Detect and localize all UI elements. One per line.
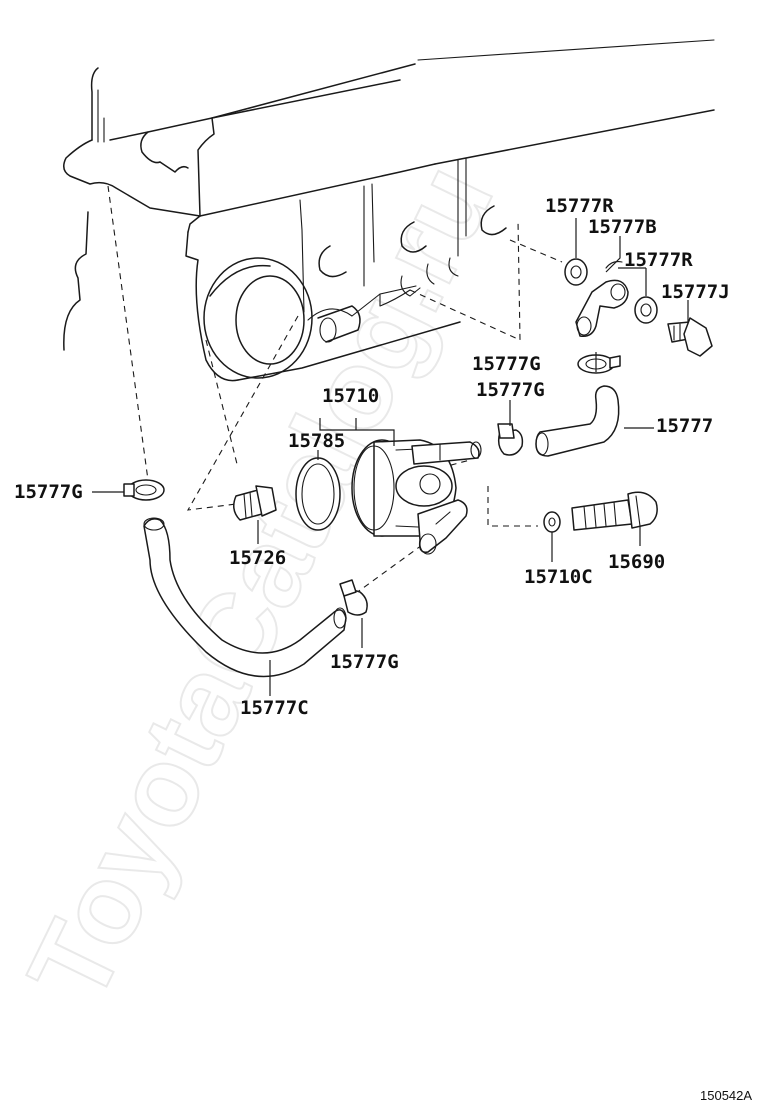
bolt-15690[interactable]	[571, 491, 658, 531]
part-labels: 15777R 15777B 15777R 15777J 15777G 15710…	[14, 195, 730, 719]
elbow-union-15777b[interactable]	[575, 261, 629, 338]
oil-hose-15777c[interactable]	[143, 517, 347, 678]
oil-hose-15777[interactable]	[535, 385, 620, 457]
dashed-reference-lines	[107, 185, 563, 597]
watermark: ToyotaCatalog.ru	[4, 145, 516, 1020]
label-15777[interactable]: 15777	[656, 415, 713, 437]
label-15777g-right[interactable]: 15777G	[472, 353, 541, 375]
union-fitting-15726[interactable]	[233, 485, 277, 521]
gasket-15710c[interactable]	[543, 511, 561, 533]
hose-clamp-15777g-left[interactable]	[123, 479, 165, 501]
label-15777r-top[interactable]: 15777R	[545, 195, 614, 217]
hose-clamp-15777g-center[interactable]	[497, 423, 524, 456]
label-15690[interactable]: 15690	[608, 551, 665, 573]
washer-15777r-top[interactable]	[564, 258, 588, 286]
label-leader-lines	[92, 218, 689, 696]
union-bolt-15777j[interactable]	[667, 317, 713, 357]
label-15777g-left[interactable]: 15777G	[14, 481, 83, 503]
label-15710c[interactable]: 15710C	[524, 566, 593, 588]
label-15726[interactable]: 15726	[229, 547, 286, 569]
label-15777j[interactable]: 15777J	[661, 281, 730, 303]
diagram-code: 150542A	[700, 1088, 752, 1103]
label-15777b[interactable]: 15777B	[588, 216, 657, 238]
label-15777g-center[interactable]: 15777G	[476, 379, 545, 401]
label-15777c[interactable]: 15777C	[240, 697, 309, 719]
hose-clamp-15777g-bottom[interactable]	[339, 579, 368, 616]
engine-block-outline	[63, 39, 715, 382]
label-15785[interactable]: 15785	[288, 430, 345, 452]
label-15777r-mid[interactable]: 15777R	[624, 249, 693, 271]
label-15710[interactable]: 15710	[322, 385, 379, 407]
label-15777g-bottom[interactable]: 15777G	[330, 651, 399, 673]
o-ring-15785[interactable]	[295, 457, 341, 531]
washer-15777r-mid[interactable]	[634, 296, 658, 324]
hose-clamp-15777g-right[interactable]	[577, 354, 621, 374]
oil-cooler-15710[interactable]	[351, 439, 482, 555]
